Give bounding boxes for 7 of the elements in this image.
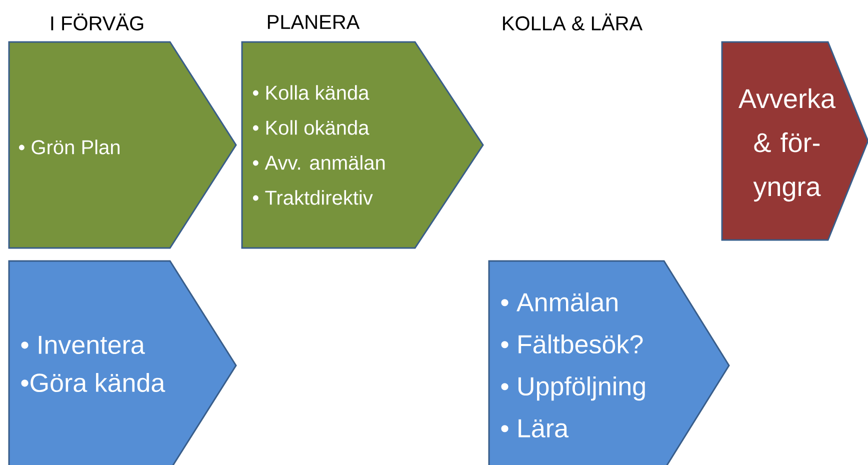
- column-heading: KOLLA & LÄRA: [503, 14, 643, 30]
- chevron-box: • Inventera •Göra kända: [8, 260, 237, 465]
- column-heading: PLANERA: [268, 15, 360, 29]
- chevron-box: Avverka & för- yngra: [721, 41, 868, 241]
- chevron-box: • Anmälan • Fältbesök? • Uppföljning • Lära: [488, 260, 730, 465]
- chevron-box: • Kolla kända • Koll okända • Avv. anmälan • Traktdirektiv: [241, 41, 484, 249]
- chevron-box: • Grön Plan: [8, 41, 237, 249]
